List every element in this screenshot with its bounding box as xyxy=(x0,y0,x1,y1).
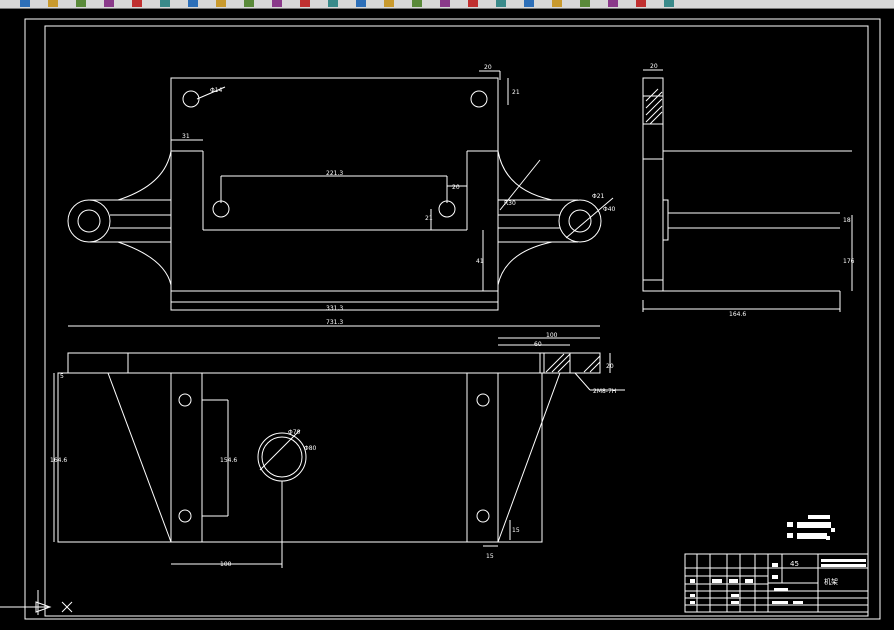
standard-toolbar xyxy=(0,0,894,9)
front-dim-bottom: 100 xyxy=(220,561,232,568)
dim-overall-width: 331.3 xyxy=(326,305,343,312)
zoom-window-icon[interactable] xyxy=(356,0,366,7)
title-block[interactable]: 45 机架 xyxy=(684,553,869,613)
inner-frame xyxy=(44,25,869,617)
dim-slot-length: 221.3 xyxy=(326,170,343,177)
undo-icon[interactable] xyxy=(244,0,254,7)
layer-icon[interactable] xyxy=(608,0,618,7)
drawing-canvas[interactable]: 20 21 Φ14 31 221.3 20 21 41 331.3 R30 Φ4… xyxy=(0,9,894,630)
design-center-icon[interactable] xyxy=(440,0,450,7)
dim-right-vertical: 41 xyxy=(476,258,484,265)
print-icon[interactable] xyxy=(76,0,86,7)
dim-hole-dia: Φ14 xyxy=(210,87,223,94)
properties-icon[interactable] xyxy=(412,0,422,7)
zoom-icon[interactable] xyxy=(328,0,338,7)
front-dim-left-height: 164.6 xyxy=(50,457,67,464)
dim-eye-dia: Φ40 xyxy=(603,206,616,213)
outer-frame xyxy=(24,18,881,620)
technical-notes xyxy=(787,515,835,540)
dim-slot-right: 20 xyxy=(452,184,460,191)
title-material: 45 xyxy=(790,560,799,568)
preview-icon[interactable] xyxy=(104,0,114,7)
match-icon[interactable] xyxy=(216,0,226,7)
dim-top-right: 20 xyxy=(484,64,492,71)
ucs-icon xyxy=(0,590,73,615)
dim-eye-dia-outer: Φ21 xyxy=(592,193,605,200)
tool-palette-icon[interactable] xyxy=(468,0,478,7)
help-icon[interactable] xyxy=(580,0,590,7)
front-dim-circle-dia2: Φ80 xyxy=(304,445,317,452)
copy-icon[interactable] xyxy=(160,0,170,7)
redo-icon[interactable] xyxy=(272,0,282,7)
dim-slot-vertical: 21 xyxy=(425,215,433,222)
side-view[interactable]: 20 18 176 164.6 xyxy=(642,63,855,318)
top-view[interactable]: 20 21 Φ14 31 221.3 20 21 41 331.3 R30 Φ4… xyxy=(67,64,616,312)
front-dim-overall: 731.3 xyxy=(326,319,343,326)
front-dim-right-v: 20 xyxy=(606,363,614,370)
dim-top-right-v: 21 xyxy=(512,89,520,96)
front-dim-bottom-right: 15 xyxy=(486,553,494,560)
front-dim-left-small: 5 xyxy=(60,373,64,380)
save-icon[interactable] xyxy=(48,0,58,7)
side-dim-right-height: 176 xyxy=(843,258,855,265)
front-view[interactable]: 731.3 100 60 20 5 164.6 154.6 Φ70 Φ80 10… xyxy=(50,319,625,568)
open-icon[interactable] xyxy=(20,0,30,7)
markup-icon[interactable] xyxy=(524,0,534,7)
side-dim-bottom: 164.6 xyxy=(729,311,746,318)
title-part-name: 机架 xyxy=(824,577,838,586)
side-dim-right-small: 18 xyxy=(843,217,851,224)
calculator-icon[interactable] xyxy=(552,0,562,7)
front-dim-right-60: 60 xyxy=(534,341,542,348)
front-dim-right-small: 15 xyxy=(512,527,520,534)
dim-arc: R30 xyxy=(504,200,516,207)
front-dim-inner-height: 154.6 xyxy=(220,457,237,464)
zoom-previous-icon[interactable] xyxy=(384,0,394,7)
thread-note: 2M8-7H xyxy=(593,388,616,395)
layer-state-icon[interactable] xyxy=(636,0,646,7)
paste-icon[interactable] xyxy=(188,0,198,7)
front-dim-circle-dia: Φ70 xyxy=(288,429,301,436)
pan-icon[interactable] xyxy=(300,0,310,7)
sheet-set-icon[interactable] xyxy=(496,0,506,7)
side-dim-top: 20 xyxy=(650,63,658,70)
front-dim-right-100: 100 xyxy=(546,332,558,339)
cut-icon[interactable] xyxy=(132,0,142,7)
layer-previous-icon[interactable] xyxy=(664,0,674,7)
dim-left-step: 31 xyxy=(182,133,190,140)
